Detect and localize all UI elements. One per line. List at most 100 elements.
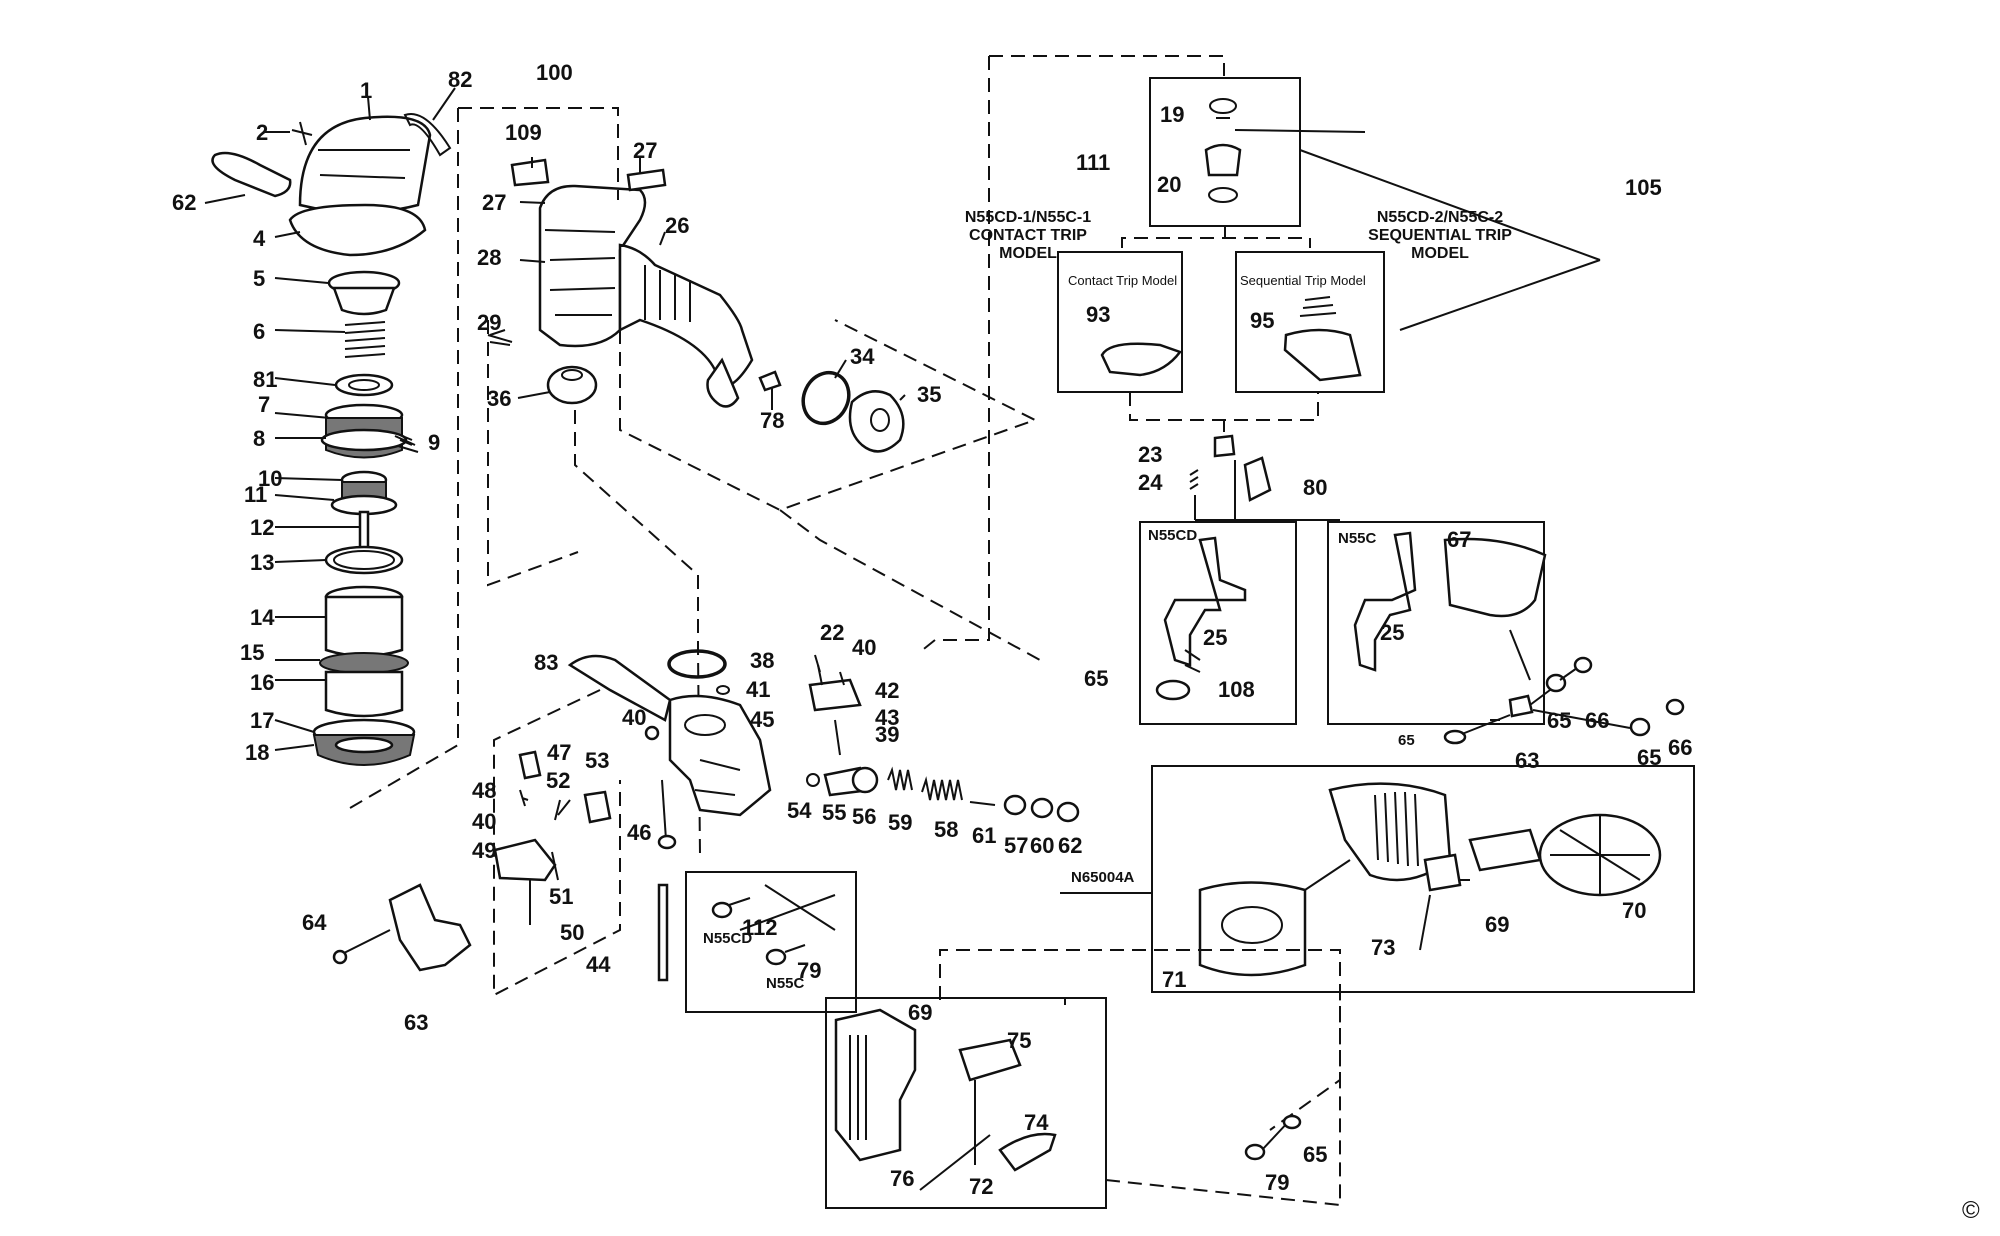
handle-grip — [618, 243, 754, 387]
label-75: 75 — [1007, 1028, 1031, 1053]
label-56: 56 — [852, 804, 876, 829]
label-64: 64 — [302, 910, 327, 935]
label-29: 29 — [477, 310, 501, 335]
label-79-bottom: 79 — [1265, 1170, 1289, 1195]
contact-caption-line-3: MODEL — [999, 245, 1057, 262]
label-73: 73 — [1371, 935, 1395, 960]
contact-caption-line-1: N55CD-1/N55C-1 — [965, 209, 1091, 226]
label-17: 17 — [250, 708, 274, 733]
label-112: 112 — [742, 915, 778, 940]
label-55: 55 — [822, 800, 846, 825]
label-62-row: 62 — [1058, 833, 1082, 858]
label-16: 16 — [250, 670, 274, 695]
label-111: 111 — [1076, 150, 1110, 175]
magazine-assembly-label: N65004A — [1071, 869, 1135, 886]
label-26: 26 — [665, 213, 689, 238]
label-35: 35 — [917, 382, 941, 407]
label-18: 18 — [245, 740, 269, 765]
label-100: 100 — [536, 60, 573, 85]
label-57: 57 — [1004, 833, 1028, 858]
trip-arms-section — [1139, 521, 1685, 745]
nose-assembly — [567, 649, 1080, 982]
label-47: 47 — [547, 740, 571, 765]
label-15: 15 — [240, 640, 264, 665]
label-109: 109 — [505, 120, 542, 145]
label-65-standalone: 65 — [1084, 666, 1108, 691]
label-9: 9 — [428, 430, 440, 455]
label-70: 70 — [1622, 898, 1646, 923]
label-43: 43 — [875, 705, 899, 730]
label-40-nose: 40 — [622, 705, 646, 730]
label-19: 19 — [1160, 102, 1184, 127]
label-78: 78 — [760, 408, 784, 433]
body-housing — [487, 158, 905, 453]
label-38: 38 — [750, 648, 774, 673]
label-63-pivot: 63 — [1515, 748, 1539, 773]
label-24: 24 — [1138, 470, 1163, 495]
n55c-screw-label: N55C — [766, 975, 805, 992]
label-48: 48 — [472, 778, 496, 803]
label-51: 51 — [549, 884, 573, 909]
feeder-detail-box — [825, 997, 1107, 1209]
dash-frames-right — [939, 949, 1341, 1207]
label-42: 42 — [875, 678, 899, 703]
label-93: 93 — [1086, 302, 1110, 327]
label-25-n55cd: 25 — [1203, 625, 1227, 650]
label-60: 60 — [1030, 833, 1054, 858]
hook-handle — [211, 151, 292, 198]
label-8: 8 — [253, 426, 265, 451]
label-23: 23 — [1138, 442, 1162, 467]
label-12: 12 — [250, 515, 274, 540]
label-14: 14 — [250, 605, 275, 630]
label-67: 67 — [1447, 527, 1471, 552]
label-95: 95 — [1250, 308, 1274, 333]
label-5: 5 — [253, 266, 265, 291]
label-39: 39 — [875, 722, 899, 747]
contact-trip-caption: N55CD-1/N55C-1 CONTACT TRIP MODEL — [965, 209, 1091, 262]
label-65-b: 65 — [1637, 745, 1661, 770]
label-83: 83 — [534, 650, 558, 675]
label-49: 49 — [472, 838, 496, 863]
sequential-caption-line-1: N55CD-2/N55C-2 — [1377, 209, 1503, 226]
gasket — [288, 203, 427, 257]
label-27-top: 27 — [633, 138, 657, 163]
label-13: 13 — [250, 550, 274, 575]
label-6: 6 — [253, 319, 265, 344]
n55c-box-title: N55C — [1338, 530, 1377, 547]
label-66-b: 66 — [1668, 735, 1692, 760]
label-45: 45 — [750, 707, 774, 732]
label-50: 50 — [560, 920, 584, 945]
copyright-symbol: © — [1962, 1197, 1980, 1224]
label-105: 105 — [1625, 175, 1662, 200]
label-41: 41 — [746, 677, 770, 702]
label-69-box: 69 — [908, 1000, 932, 1025]
label-22: 22 — [820, 620, 844, 645]
label-108: 108 — [1218, 677, 1255, 702]
label-36: 36 — [487, 386, 511, 411]
label-65-a: 65 — [1547, 708, 1571, 733]
label-71: 71 — [1162, 967, 1186, 992]
label-11: 11 — [244, 482, 267, 507]
label-34: 34 — [850, 344, 875, 369]
label-61: 61 — [972, 823, 996, 848]
leaders-center — [489, 157, 906, 410]
label-80: 80 — [1303, 475, 1327, 500]
label-40-trigger: 40 — [472, 809, 496, 834]
label-58: 58 — [934, 817, 958, 842]
label-74: 74 — [1024, 1110, 1049, 1135]
label-72: 72 — [969, 1174, 993, 1199]
trip-kit-section — [919, 55, 1601, 653]
handle-end — [706, 357, 740, 408]
sequential-caption-line-2: SEQUENTIAL TRIP — [1368, 227, 1512, 244]
label-44: 44 — [586, 952, 611, 977]
cylinder-cap — [298, 115, 432, 214]
contact-caption-line-2: CONTACT TRIP — [969, 227, 1087, 244]
label-81: 81 — [253, 367, 277, 392]
label-82: 82 — [448, 67, 472, 92]
label-2: 2 — [256, 120, 268, 145]
trigger-group — [332, 689, 621, 997]
label-53: 53 — [585, 748, 609, 773]
label-66-a: 66 — [1585, 708, 1609, 733]
label-10: 10 — [258, 466, 282, 491]
